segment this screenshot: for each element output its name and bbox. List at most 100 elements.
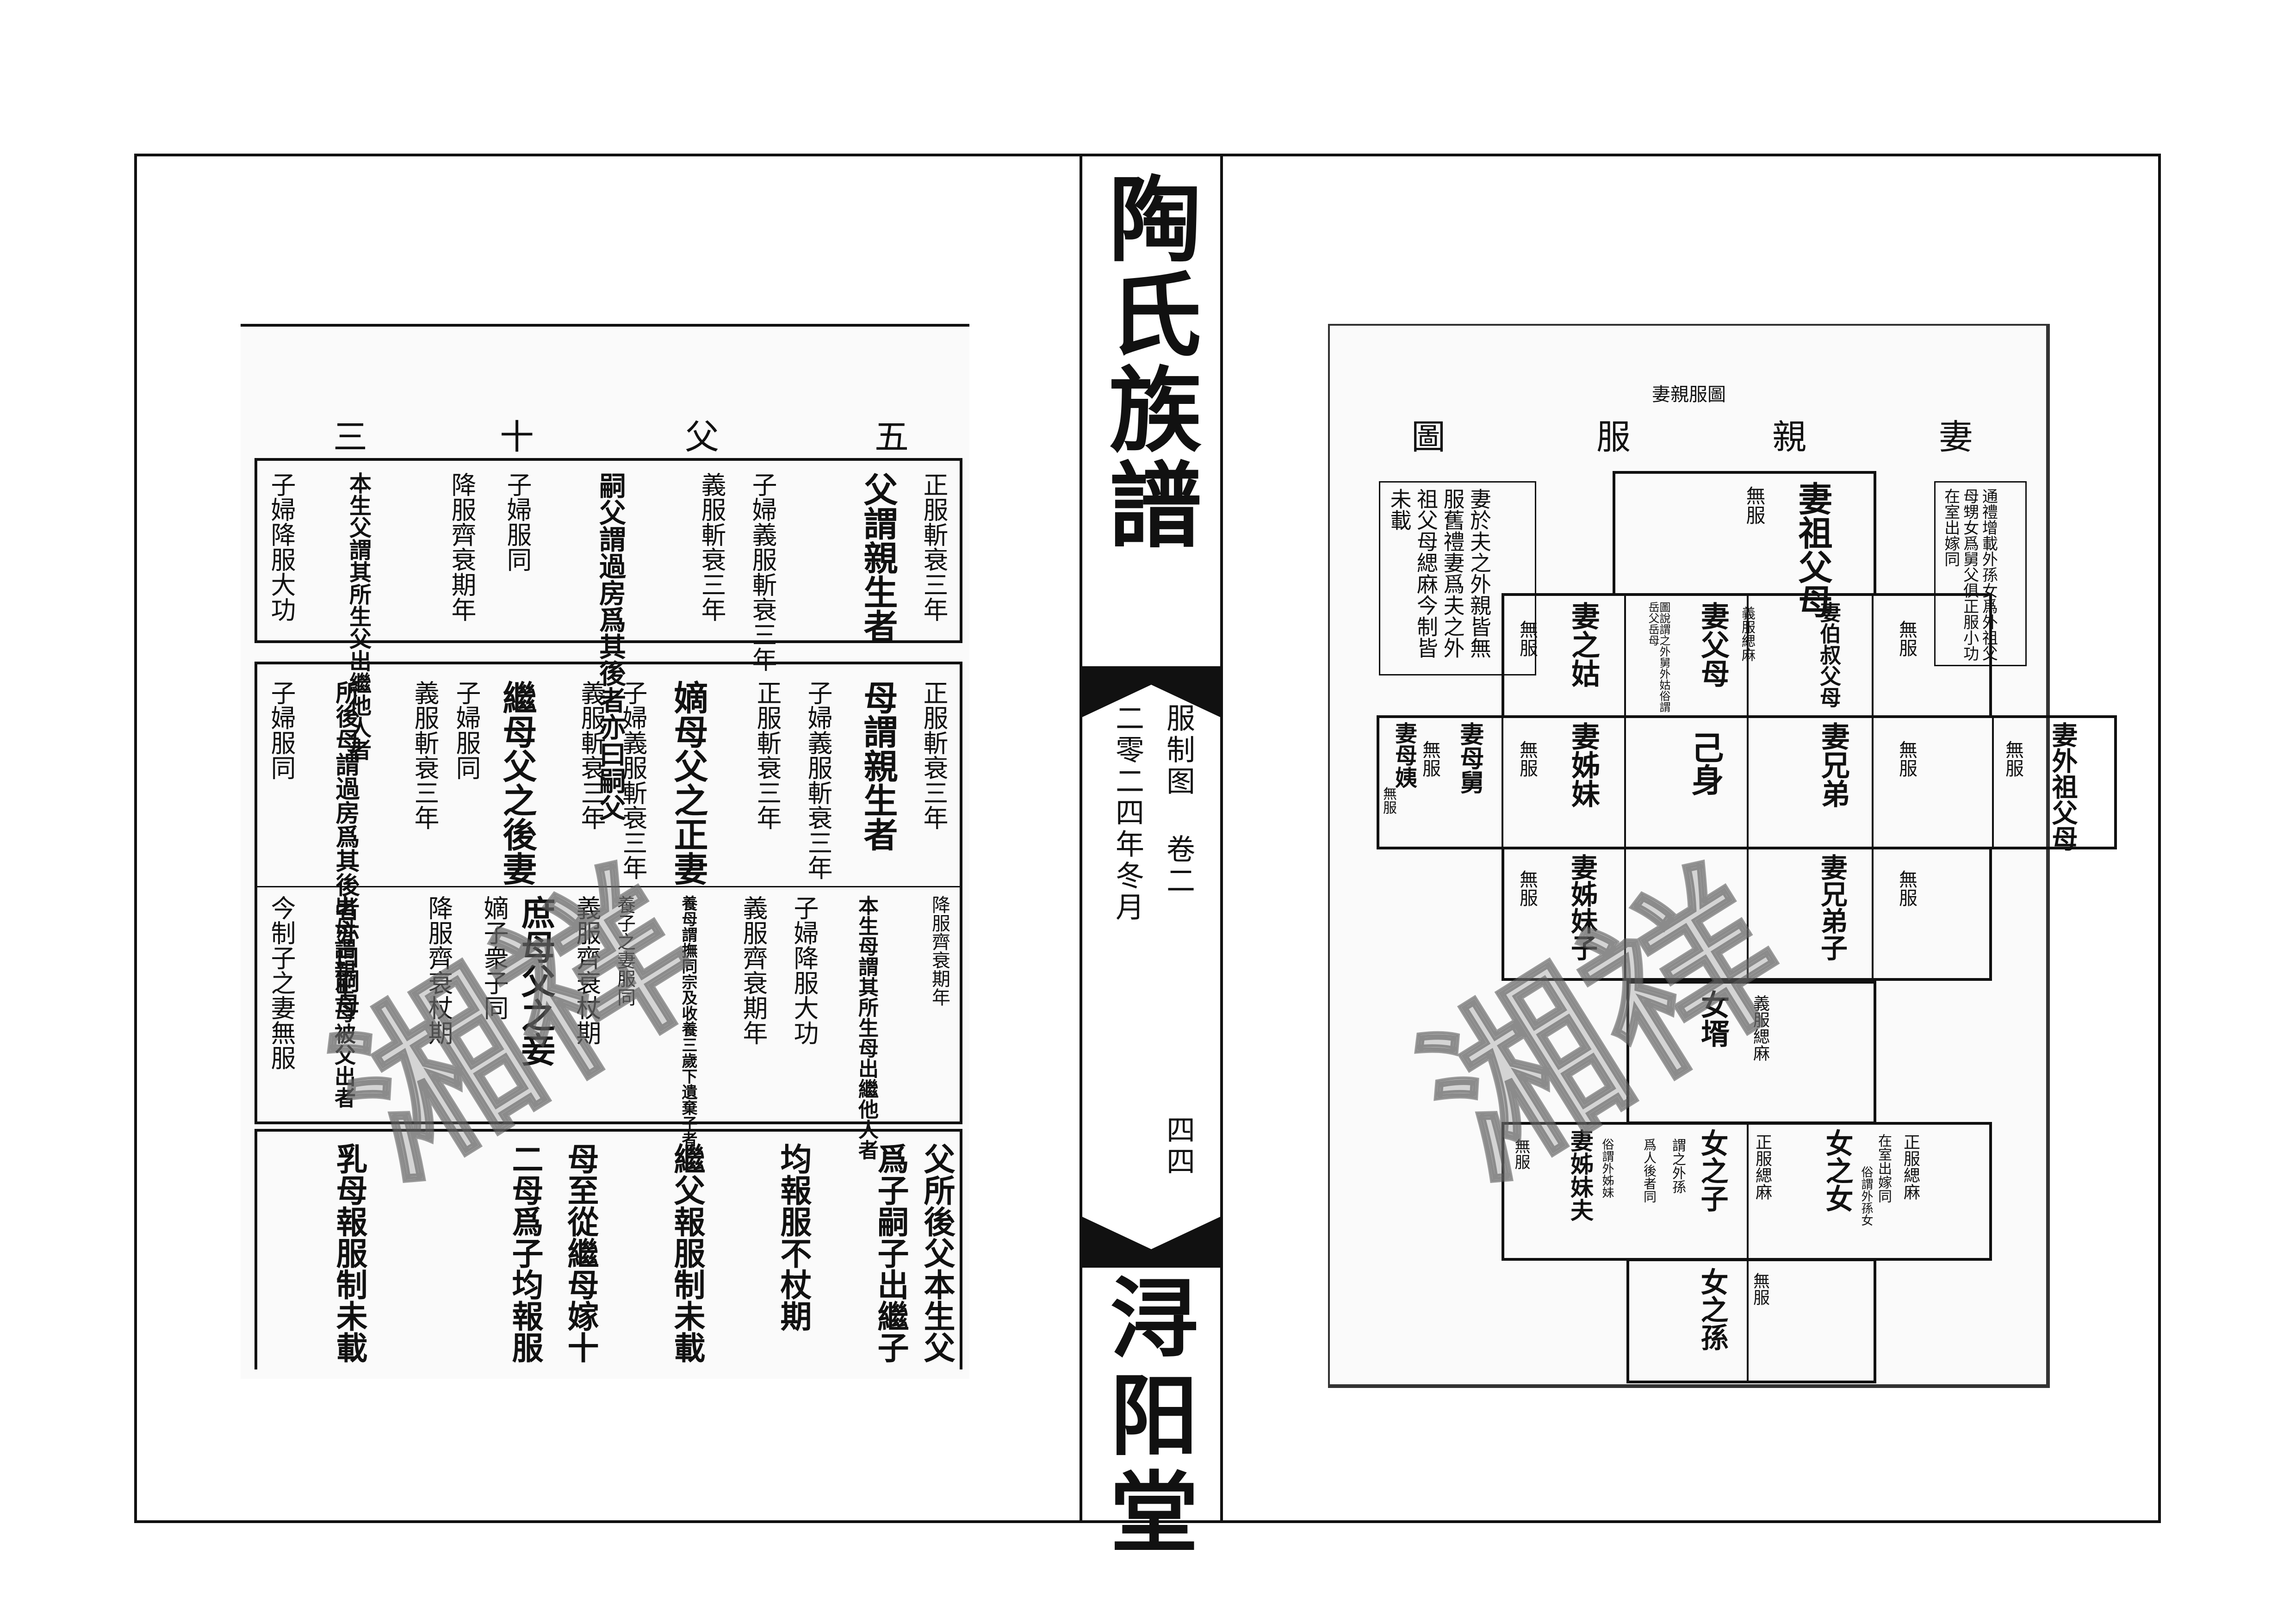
side-note-box-left [1379, 481, 1536, 675]
left-r2-col: 嫡母父之正妻 [668, 680, 708, 886]
label-wife-parents: 妻父母 [1696, 601, 1730, 688]
mourning-wife-brothers-sons: 無服 [1896, 870, 1917, 907]
chart-title-char: 圖 [1411, 417, 1446, 457]
left-r4-col: 二母爲子均報服 [506, 1143, 543, 1363]
left-r4-col: 母至從繼母嫁十 [562, 1143, 599, 1363]
label-daughter-son: 女之子 [1696, 1129, 1728, 1212]
left-r3-col: 義服齊衰杖期 [572, 895, 601, 1045]
sub-daughter-son: 爲人後者同 [1642, 1138, 1657, 1203]
label-self: 己身 [1686, 731, 1725, 796]
spine-divider-bottom [1082, 1217, 1220, 1268]
label-wife-maternal-grandparents: 妻外祖父母 [2048, 722, 2078, 851]
left-r2-col: 子婦義服斬衰三年 [803, 680, 832, 880]
mourning-wife-brothers: 無服 [1896, 740, 1917, 777]
note-wife-sisters-husband: 俗謂外姊妹 [1600, 1138, 1614, 1198]
label-wife-maternal-uncle: 妻母舅 [1456, 722, 1484, 794]
left-r3-col: 庶母父之妾 [515, 895, 555, 1066]
side-note-left: 妻於夫之外親皆無服舊禮妻爲夫之外祖父母緦麻今制皆未載 [1387, 488, 1492, 658]
left-r1-col: 本生父謂其所生父出繼他人者 [345, 472, 371, 761]
book-title: 陶氏族譜 [1093, 171, 1201, 552]
spine-divider-top [1082, 666, 1220, 717]
outer-frame [134, 154, 2161, 1523]
label-wife-grandparents: 妻祖父母 [1793, 481, 1832, 618]
left-r1-col: 父謂親生者 [858, 472, 898, 643]
label-wife-sisters-children: 妻姊妹子 [1566, 854, 1598, 961]
side-note-right: 通禮增載外孫女爲外祖父母甥女爲舅父俱正服小功在室出嫁同 [1941, 488, 1998, 661]
left-r1-col: 嗣父謂過房爲其後者亦曰嗣父 [595, 472, 626, 821]
left-r1-col: 子婦降服大功 [267, 472, 296, 622]
mourning-wife-maternal-aunt: 無服 [1380, 787, 1396, 814]
left-header-char: 五 [875, 417, 909, 457]
side-note-box-right [1934, 481, 2027, 666]
note-daughter-son: 謂之外孫 [1669, 1138, 1686, 1194]
left-r1-col: 子婦義服斬衰三年 [748, 472, 777, 672]
chart-title-char: 服 [1596, 417, 1631, 457]
left-r3-col: 養子之妻服同 [614, 895, 635, 1006]
chart-title-char: 親 [1772, 417, 1806, 457]
left-r2-col: 正服斬衰三年 [752, 680, 782, 830]
mourning-daughter-daughter: 正服緦麻 [1901, 1134, 1920, 1200]
sub-daughter-daughter: 在室出嫁同 [1875, 1134, 1892, 1203]
mourning-wife-parents: 義服緦麻 [1739, 606, 1755, 662]
left-r3-col: 出母謂親生母被父出者 [331, 895, 356, 1108]
left-r3-col: 義服齊衰期年 [738, 895, 768, 1045]
left-r4-col: 爲子嗣子出繼子 [872, 1143, 909, 1363]
mourning-wife-maternal-grandparents: 無服 [2002, 740, 2023, 777]
label-wife-brothers: 妻兄弟 [1816, 722, 1850, 808]
mourning-wife-sisters-children: 無服 [1516, 870, 1538, 907]
publisher-name: 浔阳堂 [1095, 1272, 1198, 1564]
left-r2-col: 子婦服同 [267, 680, 296, 780]
left-r3-col: 本生母謂其所生母出繼他人者 [855, 895, 878, 1160]
left-r4-col: 均報服不杖期 [775, 1143, 812, 1332]
left-r4-col: 乳母報服制未載 [330, 1143, 367, 1363]
chart-title-char: 妻 [1939, 417, 1973, 457]
mourning-wife-uncle: 無服 [1896, 620, 1917, 657]
label-wife-maternal-aunt: 妻母姨 [1391, 722, 1417, 788]
label-son-in-law: 女壻 [1696, 990, 1730, 1047]
section-label: 服制图 卷二 [1161, 703, 1195, 897]
left-row-2 [254, 662, 962, 1124]
mourning-wife-sisters-husband: 無服 [1512, 1138, 1530, 1170]
right-scan-page: 妻 親 服 圖 妻親服圖 通禮增載外孫女爲外祖父母甥女爲舅父俱正服小功在室出嫁同… [1328, 324, 2117, 1388]
left-r2-col: 義服斬衰三年 [410, 680, 439, 830]
mourning-daughter-son: 正服緦麻 [1753, 1134, 1772, 1200]
left-r4-col: 繼父報服制未載 [668, 1143, 705, 1363]
mourning-daughter-grandchild: 無服 [1750, 1272, 1769, 1306]
left-r2-col: 正服斬衰三年 [919, 680, 948, 830]
left-r3-col: 嫡子衆子同 [479, 895, 509, 1020]
mourning-wife-sisters: 無服 [1516, 740, 1538, 777]
left-scan-page: 三 十 父 五 正服斬衰三年 父謂親生者 子婦義服斬衰三年 義服斬衰三年 嗣父謂… [241, 324, 969, 1379]
left-row-4 [254, 1129, 962, 1369]
left-r1-col: 義服斬衰三年 [697, 472, 726, 622]
label-wife-sisters-husband: 妻姊妹夫 [1567, 1129, 1594, 1221]
label-wife-aunt: 妻之姑 [1566, 601, 1600, 688]
left-r4-col: 父所後父本生父 [918, 1143, 955, 1363]
chart-title-hidden: 妻親服圖 [1652, 384, 1726, 405]
left-header-char: 十 [500, 417, 534, 457]
label-daughter-daughter: 女之女 [1821, 1129, 1853, 1212]
left-r1-col: 正服斬衰三年 [919, 472, 948, 622]
label-wife-uncle: 妻伯叔父母 [1817, 601, 1842, 708]
spine-column [1080, 154, 1223, 1523]
left-r2-col: 義服斬衰三年 [577, 680, 606, 830]
mourning-son-in-law: 義服緦麻 [1750, 995, 1769, 1061]
note-wife-parents: 圖說謂之外舅外姑俗謂岳父岳母 [1646, 601, 1670, 712]
mourning-wife-grandparents: 無服 [1743, 486, 1766, 525]
compile-date: 二零二四年冬月 [1111, 703, 1144, 923]
left-r3-col: 降服齊衰期年 [929, 895, 950, 1006]
mourning-wife-maternal-uncle: 無服 [1419, 740, 1440, 777]
left-r2-col: 所後母謂過房爲其後者亦曰嗣母 [331, 680, 360, 1017]
left-r3-col: 今制子之妻無服 [267, 895, 296, 1070]
left-row-1 [254, 458, 962, 643]
left-header-char: 三 [333, 417, 367, 457]
left-r2-col: 子婦義服斬衰三年 [618, 680, 647, 880]
left-header-char: 父 [685, 417, 719, 457]
left-r3-col: 降服齊衰杖期 [424, 895, 453, 1045]
page-number: 四四 [1161, 1115, 1195, 1178]
left-r2-col: 繼母父之後妻 [497, 680, 537, 886]
mourning-wife-aunt: 無服 [1516, 620, 1538, 657]
cell-granddaughter-block [1626, 1258, 1876, 1383]
note-daughter-daughter: 俗謂外孫女 [1859, 1166, 1873, 1226]
left-r2-col: 子婦服同 [452, 680, 481, 780]
label-wife-sisters: 妻姊妹 [1566, 722, 1600, 808]
